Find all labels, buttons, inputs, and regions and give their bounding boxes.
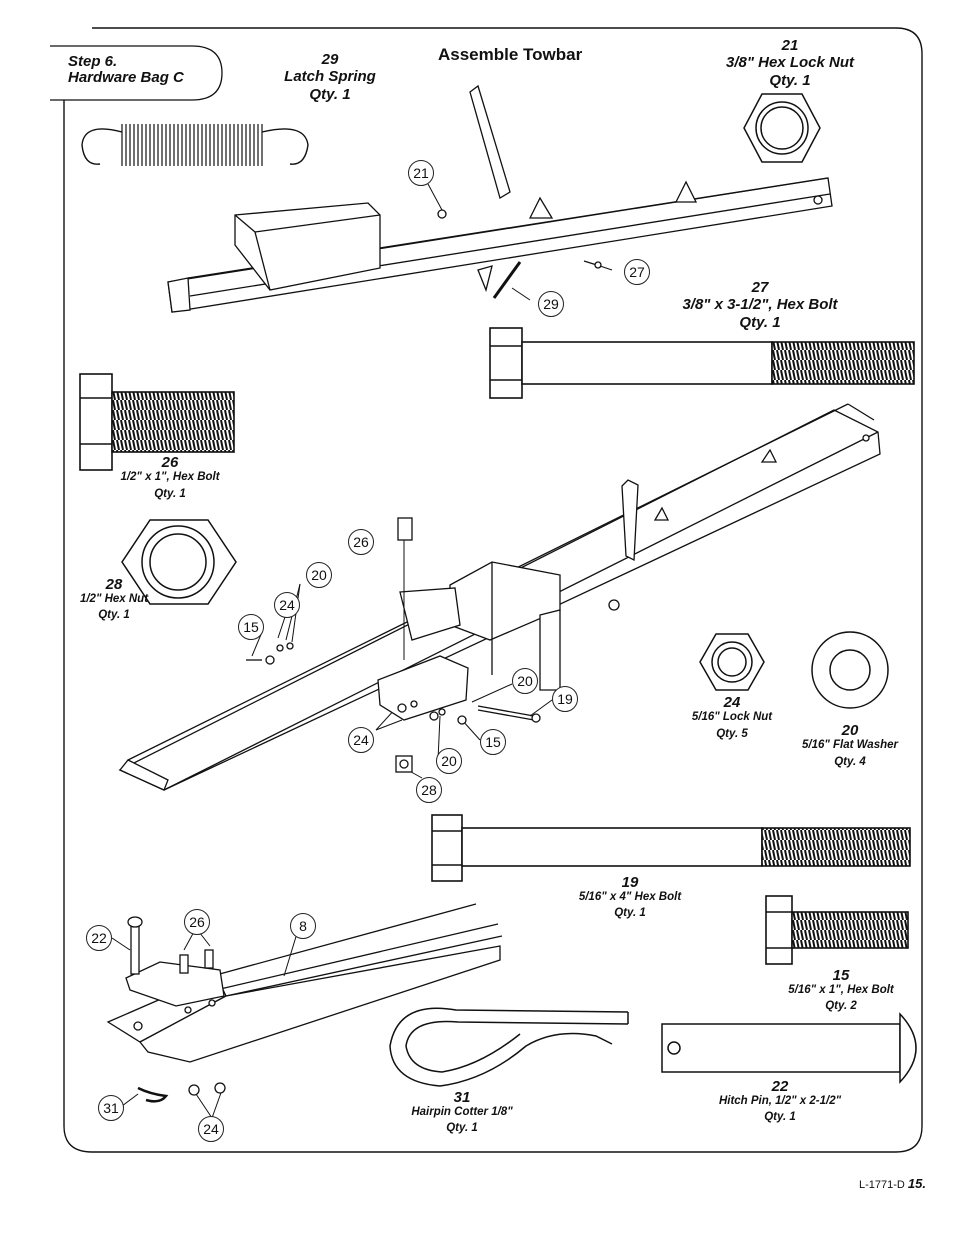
part-name: 5/16" x 4" Hex Bolt: [578, 891, 682, 904]
part-number: 27: [751, 279, 769, 296]
callout-22: 22: [86, 925, 112, 951]
part-qty: Qty. 1: [309, 85, 351, 103]
page-frame: [63, 27, 923, 1153]
part-name: 5/16" Flat Washer: [801, 739, 898, 752]
callout-19: 19: [552, 686, 578, 712]
part-qty: Qty. 4: [834, 756, 866, 769]
part-number: 31: [453, 1089, 471, 1106]
part-label-31: 31 Hairpin Cotter 1/8" Qty. 1: [392, 1089, 532, 1136]
part-name: 5/16" x 1", Hex Bolt: [788, 984, 894, 997]
step-label-box: [50, 45, 223, 101]
callout-27: 27: [624, 259, 650, 285]
callout-24: 24: [348, 727, 374, 753]
part-label-19: 19 5/16" x 4" Hex Bolt Qty. 1: [560, 874, 700, 921]
callout-20: 20: [436, 748, 462, 774]
callout-29: 29: [538, 291, 564, 317]
callout-26: 26: [184, 909, 210, 935]
callout-31: 31: [98, 1095, 124, 1121]
hex-bolt-26-drawing: [79, 373, 235, 471]
hex-lock-nut-drawing: [743, 93, 821, 163]
part-name: 5/16" Lock Nut: [691, 711, 773, 724]
callout-20: 20: [512, 668, 538, 694]
callout-28: 28: [416, 777, 442, 803]
part-name: 1/2" Hex Nut: [79, 593, 149, 606]
callout-15: 15: [480, 729, 506, 755]
hex-bolt-19-drawing: [431, 814, 911, 882]
part-qty: Qty. 5: [716, 728, 748, 741]
flat-washer-20-drawing: [811, 631, 889, 709]
page-footer: L-1771-D 15.: [859, 1176, 926, 1191]
part-label-24: 24 5/16" Lock Nut Qty. 5: [670, 694, 794, 742]
part-number: 28: [105, 576, 123, 593]
main-towbar-drawing: [118, 403, 881, 791]
part-name: 3/8" x 3-1/2", Hex Bolt: [682, 296, 838, 314]
part-number: 20: [841, 722, 859, 739]
callout-8: 8: [290, 913, 316, 939]
callout-24: 24: [198, 1116, 224, 1142]
part-qty: Qty. 1: [614, 907, 646, 920]
hex-bolt-27-drawing: [489, 327, 915, 399]
document-code: L-1771-D: [859, 1179, 905, 1191]
hardware-bag-label: Hardware Bag C: [68, 69, 184, 86]
hex-nut-28-drawing: [121, 519, 237, 605]
part-number: 19: [621, 874, 639, 891]
page-title: Assemble Towbar: [438, 45, 583, 64]
part-number: 22: [771, 1078, 789, 1095]
part-number: 26: [161, 454, 179, 471]
part-name: Hitch Pin, 1/2" x 2-1/2": [718, 1095, 842, 1108]
hitch-pin-drawing: [661, 1012, 917, 1084]
part-name: 3/8" Hex Lock Nut: [726, 54, 854, 72]
callout-20: 20: [306, 562, 332, 588]
lock-nut-24-drawing: [699, 633, 765, 691]
part-label-28: 28 1/2" Hex Nut Qty. 1: [54, 576, 174, 623]
part-name: 1/2" x 1", Hex Bolt: [120, 471, 220, 484]
part-qty: Qty. 1: [446, 1122, 478, 1135]
part-qty: Qty. 2: [825, 1000, 857, 1013]
part-number: 21: [781, 37, 799, 54]
callout-15: 15: [238, 614, 264, 640]
hitch-detail-drawing: [106, 903, 503, 1103]
step-number: Step 6.: [68, 53, 118, 70]
part-name: Hairpin Cotter 1/8": [411, 1106, 513, 1119]
part-label-21: 21 3/8" Hex Lock Nut Qty. 1: [700, 37, 880, 89]
part-name: Latch Spring: [284, 68, 376, 86]
part-label-20: 20 5/16" Flat Washer Qty. 4: [780, 722, 920, 770]
part-number: 29: [321, 51, 339, 68]
part-number: 24: [723, 694, 741, 711]
callout-24: 24: [274, 592, 300, 618]
step-label: Step 6. Hardware Bag C: [68, 54, 184, 86]
part-qty: Qty. 1: [154, 488, 186, 501]
part-qty: Qty. 1: [98, 609, 130, 622]
towbar-upper-assembly: [167, 84, 833, 313]
part-qty: Qty. 1: [769, 71, 811, 89]
hairpin-cotter-drawing: [389, 1007, 629, 1087]
part-number: 15: [832, 967, 850, 984]
part-label-26: 26 1/2" x 1", Hex Bolt Qty. 1: [100, 454, 240, 502]
part-label-15: 15 5/16" x 1", Hex Bolt Qty. 2: [770, 967, 912, 1014]
part-label-27: 27 3/8" x 3-1/2", Hex Bolt Qty. 1: [670, 279, 850, 331]
part-qty: Qty. 1: [739, 313, 781, 331]
part-label-22: 22 Hitch Pin, 1/2" x 2-1/2" Qty. 1: [700, 1078, 860, 1125]
callout-21: 21: [408, 160, 434, 186]
callout-26: 26: [348, 529, 374, 555]
latch-spring-drawing: [81, 124, 309, 166]
hex-bolt-15-drawing: [765, 895, 909, 965]
page-number: 15.: [907, 1176, 926, 1191]
part-label-29: 29 Latch Spring Qty. 1: [270, 51, 390, 103]
part-qty: Qty. 1: [764, 1111, 796, 1124]
